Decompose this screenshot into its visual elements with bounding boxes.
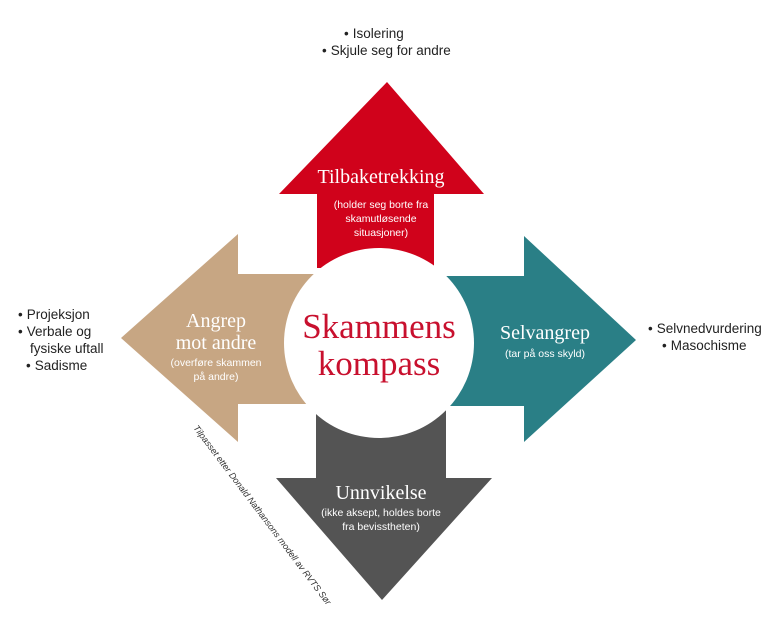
list-item: •Masochisme bbox=[662, 338, 747, 353]
center-title-line2: kompass bbox=[318, 344, 441, 383]
bullet-icon: • bbox=[344, 26, 349, 41]
left-arrow bbox=[121, 234, 326, 442]
center-circle bbox=[284, 248, 474, 438]
center-title-line1: Skammens bbox=[302, 307, 456, 346]
left-arrow-title-line2: mot andre bbox=[176, 332, 257, 354]
list-item: •Projeksjon bbox=[18, 307, 90, 322]
list-item: •Sadisme bbox=[26, 358, 88, 373]
right-arrow-title: Selvangrep bbox=[500, 322, 590, 344]
bullet-icon: • bbox=[662, 338, 667, 353]
bullet-icon: • bbox=[18, 307, 23, 322]
left-list: •Projeksjon •Verbale og fysiske uftall •… bbox=[18, 306, 126, 374]
right-list: •Selvnedvurdering •Masochisme bbox=[648, 320, 762, 354]
top-arrow-desc-line2: skamutløsende bbox=[345, 213, 416, 225]
right-arrow bbox=[430, 236, 636, 442]
list-item: •Isolering bbox=[344, 26, 404, 41]
top-list: •Isolering •Skjule seg for andre bbox=[322, 25, 451, 59]
right-arrow-desc: (tar på oss skyld) bbox=[505, 348, 585, 360]
bullet-icon: • bbox=[18, 324, 23, 339]
bullet-icon: • bbox=[322, 43, 327, 58]
top-arrow-title: Tilbaketrekking bbox=[317, 166, 444, 188]
top-arrow-desc-line3: situasjoner) bbox=[354, 227, 408, 239]
bullet-icon: • bbox=[648, 321, 653, 336]
bottom-arrow-desc-line2: fra bevisstheten) bbox=[342, 521, 420, 533]
list-item: •Skjule seg for andre bbox=[322, 43, 451, 58]
list-item: •Verbale og fysiske uftall bbox=[18, 324, 104, 356]
bottom-arrow-desc-line1: (ikke aksept, holdes borte bbox=[321, 507, 441, 519]
left-arrow-title-line1: Angrep bbox=[186, 310, 246, 332]
bullet-icon: • bbox=[26, 358, 31, 373]
top-arrow-desc-line1: (holder seg borte fra bbox=[334, 199, 429, 211]
list-item: •Selvnedvurdering bbox=[648, 321, 762, 336]
left-arrow-desc-line2: på andre) bbox=[194, 371, 239, 383]
bottom-arrow bbox=[276, 408, 492, 600]
top-arrow bbox=[279, 82, 484, 268]
left-arrow-desc-line1: (overføre skammen bbox=[170, 357, 261, 369]
bottom-arrow-title: Unnvikelse bbox=[335, 482, 426, 504]
